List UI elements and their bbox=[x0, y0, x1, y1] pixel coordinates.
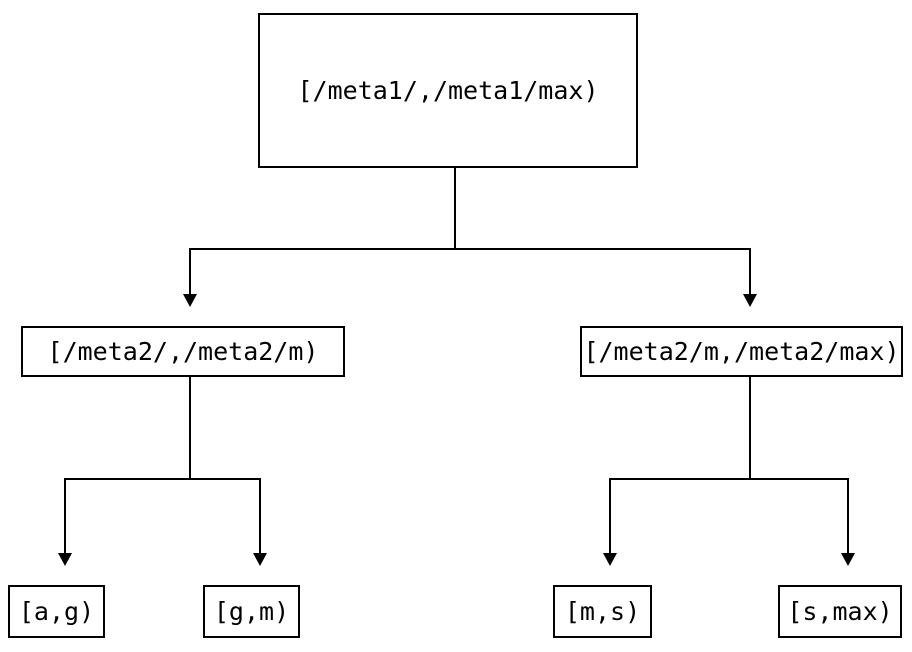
connector-midleft-drop-left bbox=[64, 478, 66, 553]
connector-midright-stem bbox=[749, 377, 751, 480]
node-mid-right: [/meta2/m,/meta2/max) bbox=[580, 326, 903, 377]
node-leaf-ag: [a,g) bbox=[8, 585, 105, 638]
node-leaf-ms: [m,s) bbox=[553, 585, 652, 638]
connector-midleft-stem bbox=[189, 377, 191, 480]
node-mid-left: [/meta2/,/meta2/m) bbox=[21, 326, 345, 377]
arrow-down-icon bbox=[183, 294, 197, 307]
connector-root-drop-right bbox=[749, 248, 751, 294]
arrow-down-icon bbox=[603, 553, 617, 566]
node-leaf-smax: [s,max) bbox=[778, 585, 902, 638]
node-leaf-gm: [g,m) bbox=[203, 585, 300, 638]
arrow-down-icon bbox=[253, 553, 267, 566]
arrow-down-icon bbox=[58, 553, 72, 566]
connector-midleft-rail bbox=[64, 478, 261, 480]
connector-root-drop-left bbox=[189, 248, 191, 294]
connector-midleft-drop-right bbox=[259, 478, 261, 553]
arrow-down-icon bbox=[841, 553, 855, 566]
arrow-down-icon bbox=[743, 294, 757, 307]
connector-midright-drop-right bbox=[847, 478, 849, 553]
node-root: [/meta1/,/meta1/max) bbox=[258, 13, 638, 168]
connector-midright-drop-left bbox=[609, 478, 611, 553]
connector-root-stem bbox=[454, 168, 456, 250]
connector-root-rail bbox=[189, 248, 751, 250]
connector-midright-rail bbox=[609, 478, 849, 480]
